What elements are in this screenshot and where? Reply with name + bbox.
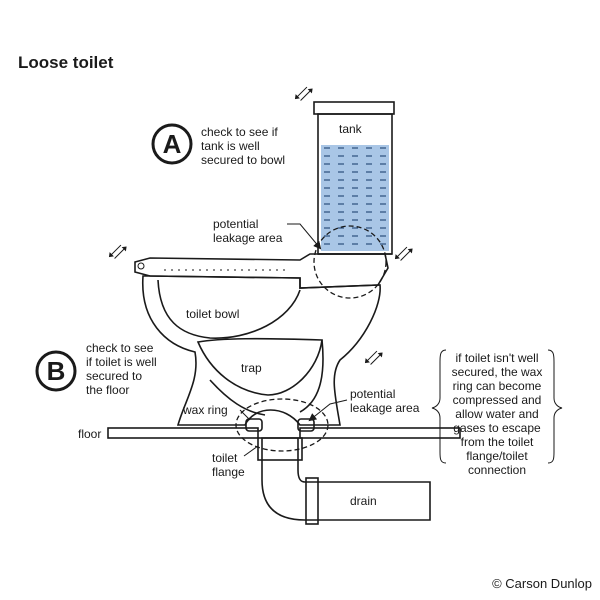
leak-area-floor-circle: [235, 398, 329, 452]
side-note-line-1: if toilet isn't well: [456, 351, 539, 365]
movement-arrows: [108, 86, 413, 365]
note-a-line-2: tank is well: [201, 139, 260, 153]
toilet-flange-label-2: flange: [212, 465, 245, 479]
side-note-line-7: from the toilet: [461, 435, 534, 449]
side-note: if toilet isn't well secured, the wax ri…: [431, 349, 563, 477]
toilet-bowl: toilet bowl trap: [134, 253, 389, 426]
floor: floor: [78, 427, 461, 441]
drain-label: drain: [350, 494, 377, 508]
tank-label: tank: [339, 122, 363, 136]
side-note-line-5: allow water and: [455, 407, 538, 421]
side-note-line-3: ring can become: [453, 379, 542, 393]
side-note-line-8: flange/toilet: [466, 449, 528, 463]
note-a-line-1: check to see if: [201, 125, 278, 139]
movement-arrow-icon: [394, 246, 413, 261]
movement-arrow-icon: [294, 86, 313, 101]
leak-lower-label-2: leakage area: [350, 401, 420, 415]
movement-arrow-icon: [108, 244, 127, 259]
copyright: © Carson Dunlop: [492, 576, 592, 591]
badge-b: B: [35, 350, 77, 392]
tank: tank: [313, 101, 395, 255]
side-note-line-6: gases to escape: [453, 421, 541, 435]
wax-ring-label: wax ring: [182, 403, 228, 417]
leak-lower-label-1: potential: [350, 387, 395, 401]
note-b-line-3: secured to: [86, 369, 142, 383]
leak-area-tank-circle: [313, 225, 387, 299]
badge-b-letter: B: [47, 356, 66, 386]
side-note-line-9: connection: [468, 463, 526, 477]
toilet-bowl-label: toilet bowl: [186, 307, 239, 321]
note-a-line-3: secured to bowl: [201, 153, 285, 167]
badge-a-letter: A: [163, 129, 182, 159]
badge-a: A: [151, 123, 193, 165]
movement-arrow-icon: [364, 350, 383, 365]
side-note-line-4: compressed and: [453, 393, 542, 407]
leak-upper-label-1: potential: [213, 217, 258, 231]
trap-label: trap: [241, 361, 262, 375]
floor-label: floor: [78, 427, 101, 441]
diagram-title: Loose toilet: [18, 53, 114, 72]
note-b-line-1: check to see: [86, 341, 154, 355]
note-b-line-4: the floor: [86, 383, 129, 397]
tank-water: [321, 145, 389, 251]
note-b-line-2: if toilet is well: [86, 355, 157, 369]
drain-pipe: drain: [257, 437, 431, 525]
side-note-line-2: secured, the wax: [452, 365, 543, 379]
wax-ring: wax ring: [182, 403, 315, 432]
toilet-flange-label-1: toilet: [212, 451, 238, 465]
left-brace: [431, 349, 447, 464]
right-brace: [547, 349, 563, 464]
leak-upper-label-2: leakage area: [213, 231, 283, 245]
